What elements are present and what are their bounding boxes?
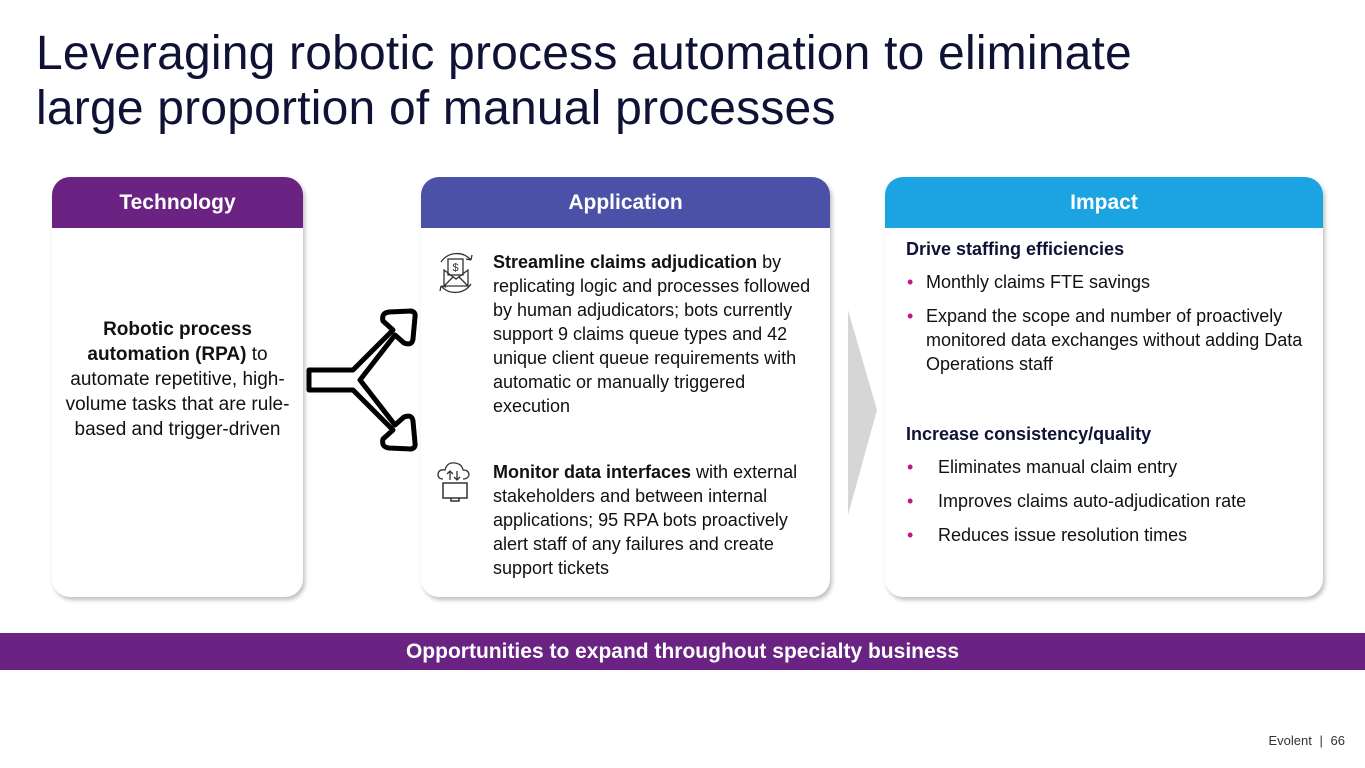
svg-text:$: $: [452, 262, 458, 274]
application-item-bold: Streamline claims adjudication: [493, 252, 758, 272]
bullet-text: Eliminates manual claim entry: [938, 457, 1178, 477]
bullet-dot-icon: •: [907, 272, 914, 292]
technology-header: Technology: [52, 177, 303, 228]
application-item-claims: Streamline claims adjudication by replic…: [493, 250, 816, 418]
impact-bullet: • Eliminates manual claim entry: [906, 455, 1309, 479]
application-item-text: by replicating logic and processes follo…: [493, 252, 811, 416]
bullet-dot-icon: •: [907, 457, 914, 477]
bullet-text: Improves claims auto-adjudication rate: [938, 491, 1247, 511]
technology-text: to automate repetitive, high-volume task…: [65, 344, 290, 440]
impact-bullet: • Reduces issue resolution times: [906, 523, 1309, 547]
bullet-text: Expand the scope and number of proactive…: [926, 306, 1303, 374]
opportunities-banner: Opportunities to expand throughout speci…: [0, 633, 1365, 670]
cloud-monitor-icon: [437, 462, 470, 502]
application-card: Application $ Streamline claims adjudica…: [421, 177, 830, 597]
impact-card: Impact Drive staffing efficiencies • Mont…: [885, 177, 1323, 597]
envelope-dollar-cycle-icon: $: [439, 252, 473, 294]
technology-card: Technology Robotic process automation (R…: [52, 177, 303, 597]
application-item-text: with external stakeholders and between i…: [493, 462, 798, 578]
application-header: Application: [421, 177, 830, 228]
bullet-dot-icon: •: [907, 306, 914, 326]
bullet-dot-icon: •: [907, 525, 914, 545]
impact-bullet: • Expand the scope and number of proactiv…: [906, 304, 1309, 376]
page-title: Leveraging robotic process automation to…: [36, 27, 1132, 135]
footer-brand: Evolent: [1268, 733, 1312, 748]
bullet-text: Monthly claims FTE savings: [926, 272, 1151, 292]
footer-separator: |: [1319, 733, 1323, 748]
bullet-dot-icon: •: [907, 491, 914, 511]
page-number: 66: [1330, 733, 1345, 748]
footer: Evolent | 66: [1269, 733, 1345, 748]
application-item-bold: Monitor data interfaces: [493, 462, 692, 482]
technology-description: Robotic process automation (RPA) to auto…: [52, 317, 303, 442]
bullet-text: Reduces issue resolution times: [938, 525, 1188, 545]
chevron-right-icon: [848, 310, 877, 515]
application-item-monitor: Monitor data interfaces with external st…: [493, 460, 816, 580]
impact-heading: Drive staffing efficiencies: [906, 239, 1125, 259]
impact-header: Impact: [885, 177, 1323, 228]
technology-bold: Robotic process automation (RPA): [87, 319, 252, 365]
impact-bullet: • Improves claims auto-adjudication rate: [906, 489, 1309, 513]
split-arrow-icon: [306, 308, 418, 452]
impact-heading: Increase consistency/quality: [906, 424, 1152, 444]
impact-bullet: • Monthly claims FTE savings: [906, 270, 1309, 294]
impact-body: Drive staffing efficiencies • Monthly cla…: [906, 239, 1309, 557]
